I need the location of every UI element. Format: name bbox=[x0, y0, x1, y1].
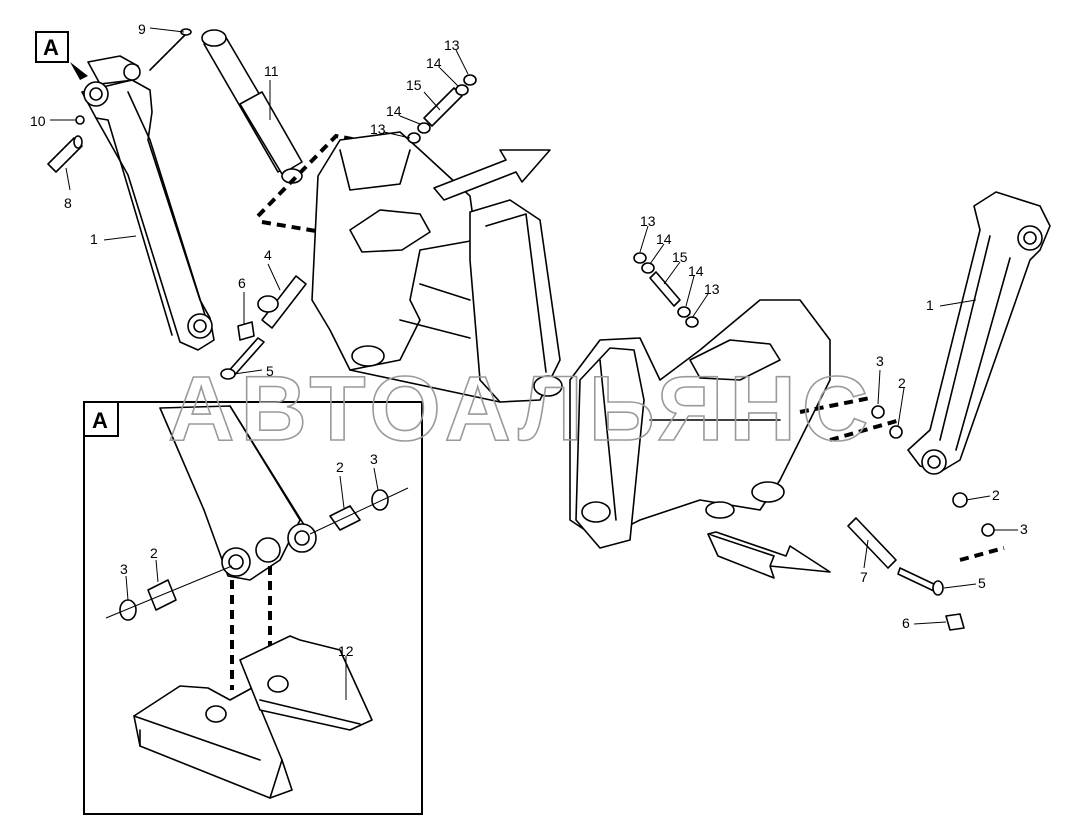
callout-2-right-top: 2 bbox=[898, 375, 906, 391]
right-boom-arm bbox=[907, 191, 1051, 475]
watermark-text: АВТОАЛЬЯНС bbox=[168, 358, 874, 460]
callout-5-right: 5 bbox=[978, 575, 986, 591]
callout-15-mid: 15 bbox=[672, 249, 688, 265]
callout-10: 10 bbox=[30, 113, 46, 129]
left-frame-section bbox=[311, 131, 563, 403]
callout-13-mid-a: 13 bbox=[640, 213, 656, 229]
washer-nut-stack-top bbox=[407, 74, 477, 144]
callout-14-mid-a: 14 bbox=[656, 231, 672, 247]
nut-right bbox=[945, 613, 965, 631]
left-boom-arm bbox=[81, 55, 215, 351]
hydraulic-cylinder bbox=[201, 29, 303, 184]
detail-box-a: A bbox=[83, 401, 423, 815]
callout-6-right: 6 bbox=[902, 615, 910, 631]
callout-3-inset-left: 3 bbox=[120, 561, 128, 577]
bolt-right bbox=[897, 567, 944, 596]
callout-14-top-b: 14 bbox=[386, 103, 402, 119]
stud-top bbox=[423, 87, 463, 127]
callout-8: 8 bbox=[64, 195, 72, 211]
pin-top-left bbox=[47, 135, 83, 173]
callout-13-top-a: 13 bbox=[444, 37, 460, 53]
pin-left bbox=[257, 275, 307, 329]
right-frame-section bbox=[569, 299, 831, 549]
callout-14-mid-b: 14 bbox=[688, 263, 704, 279]
callout-3-right-top: 3 bbox=[876, 353, 884, 369]
callout-1-left: 1 bbox=[90, 231, 98, 247]
callout-6-left: 6 bbox=[238, 275, 246, 291]
callout-15-top: 15 bbox=[406, 77, 422, 93]
washer-nut-stack-mid bbox=[633, 252, 699, 328]
callout-3-inset-right: 3 bbox=[370, 451, 378, 467]
grease-nipple bbox=[75, 115, 85, 125]
bolt-top bbox=[149, 28, 192, 71]
direction-arrow-top bbox=[433, 149, 551, 201]
callout-13-mid-b: 13 bbox=[704, 281, 720, 297]
svg-text:A: A bbox=[43, 35, 59, 60]
detail-marker-a: A bbox=[35, 31, 88, 80]
nut-left bbox=[237, 321, 255, 341]
callout-11: 11 bbox=[264, 63, 279, 79]
callout-4: 4 bbox=[264, 247, 272, 263]
callout-2-right-bottom: 2 bbox=[992, 487, 1000, 503]
right-bushings-washers bbox=[871, 405, 995, 537]
direction-arrow-bottom bbox=[707, 531, 831, 579]
svg-text:A: A bbox=[92, 408, 108, 433]
callout-1-right: 1 bbox=[926, 297, 934, 313]
callout-14-top-a: 14 bbox=[426, 55, 442, 71]
callout-3-right-bottom: 3 bbox=[1020, 521, 1028, 537]
bolt-left bbox=[220, 337, 265, 380]
pin-right bbox=[847, 517, 897, 569]
callout-2-inset-left: 2 bbox=[150, 545, 158, 561]
callout-13-top-b: 13 bbox=[370, 121, 386, 137]
callout-5-left: 5 bbox=[266, 363, 274, 379]
stud-mid bbox=[649, 271, 681, 307]
callout-12: 12 bbox=[338, 643, 354, 659]
callout-2-inset-right: 2 bbox=[336, 459, 344, 475]
callout-7: 7 bbox=[860, 569, 868, 585]
callout-leaders bbox=[50, 27, 1018, 700]
callout-9: 9 bbox=[138, 21, 146, 37]
